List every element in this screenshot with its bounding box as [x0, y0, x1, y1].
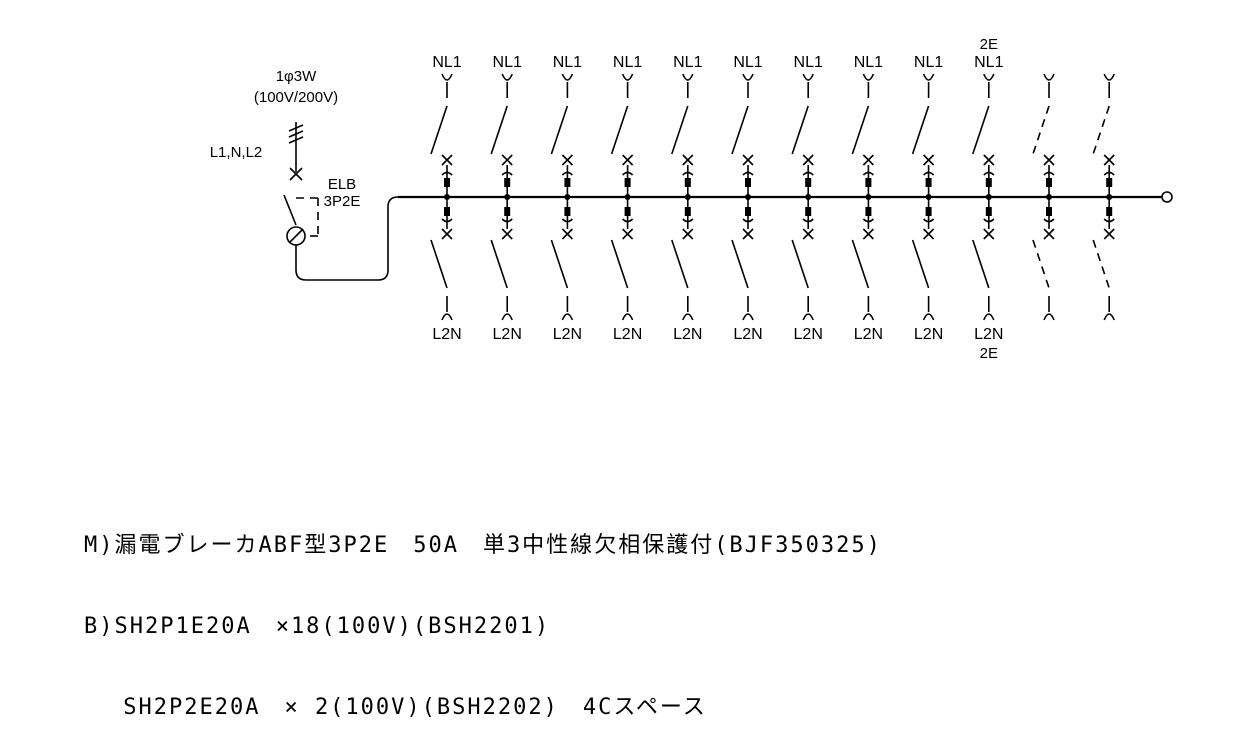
terminal-icon: [802, 73, 814, 81]
terminal-icon: [862, 313, 875, 321]
terminal-icon: [561, 313, 574, 321]
bus-junction-icon: [925, 194, 932, 200]
bus-junction-icon: [865, 194, 872, 200]
bus-terminal-icon: [1161, 191, 1173, 203]
supply-voltage-label: (100V/200V): [254, 89, 338, 106]
branch-bottom-label: L2N: [794, 326, 823, 343]
bus-junction-icon: [1046, 194, 1052, 200]
note-main-breaker: M)漏電ブレーカABF型3P2E 50A 単3中性線欠相保護付(BJF35032…: [84, 533, 882, 558]
terminal-icon: [1043, 313, 1055, 321]
branch-bottom-label: L2N: [733, 326, 762, 343]
terminal-icon: [561, 73, 574, 81]
branch-top-label: NL1: [733, 54, 762, 71]
branch-bottom-label: L2N: [553, 326, 582, 343]
terminal-icon: [501, 73, 513, 81]
bus-junction-icon: [564, 194, 571, 200]
terminal-icon: [682, 73, 694, 81]
terminal-icon: [441, 73, 453, 81]
terminal-icon: [983, 313, 995, 321]
branch-bottom-label: L2N: [432, 326, 461, 343]
terminal-icon: [1103, 73, 1115, 81]
branch-top-label: NL1: [432, 54, 461, 71]
terminal-icon: [862, 73, 875, 81]
terminal-icon: [621, 73, 634, 81]
branch-circuits: NL1L2NNL1L2NNL1L2NNL1L2NNL1L2NNL1L2NNL1L…: [430, 36, 1115, 362]
branch-top-extra-label: 2E: [980, 36, 998, 53]
bus-junction-icon: [985, 194, 992, 200]
terminal-icon: [501, 313, 513, 321]
branch-bottom-label: L2N: [493, 326, 522, 343]
terminal-icon: [1103, 313, 1115, 321]
terminal-icon: [1043, 73, 1055, 81]
branch-top-label: NL1: [493, 54, 522, 71]
terminal-icon: [621, 313, 634, 321]
branch-bottom-label: L2N: [613, 326, 642, 343]
bus-junction-icon: [745, 194, 751, 200]
bus-junction-icon: [624, 194, 631, 200]
branch-top-label: NL1: [613, 54, 642, 71]
supply-lines-label: L1,N,L2: [210, 144, 263, 161]
branch-top-label: NL1: [553, 54, 582, 71]
branch-top-label: NL1: [794, 54, 823, 71]
branch-bottom-extra-label: 2E: [980, 345, 998, 362]
single-line-diagram: 1φ3W (100V/200V) L1,N,L2 ELB 3P2E NL1L2N…: [210, 36, 1173, 362]
branch-bottom-label: L2N: [673, 326, 702, 343]
bus-junction-icon: [504, 194, 511, 200]
branch-top-label: NL1: [974, 54, 1003, 71]
terminal-icon: [441, 313, 453, 321]
bus-junction-icon: [1106, 194, 1113, 200]
equipment-notes: M)漏電ブレーカABF型3P2E 50A 単3中性線欠相保護付(BJF35032…: [84, 478, 882, 748]
incoming-wire: [288, 122, 304, 181]
note-branch-2e: SH2P2E20A × 2(100V)(BSH2202) 4Cスペース: [84, 695, 707, 720]
branch-11: [1032, 73, 1055, 321]
branch-bottom-label: L2N: [914, 326, 943, 343]
branch-12: [1092, 73, 1115, 321]
bus-junction-icon: [805, 194, 812, 200]
terminal-icon: [922, 313, 935, 321]
terminal-icon: [682, 313, 694, 321]
note-branch-1e: B)SH2P1E20A ×18(100V)(BSH2201): [84, 614, 551, 639]
bus-junction-icon: [444, 194, 450, 200]
terminal-icon: [742, 73, 754, 81]
main-breaker-poles: 3P2E: [324, 193, 361, 210]
main-breaker-name: ELB: [328, 176, 356, 193]
supply-phase-label: 1φ3W: [276, 68, 317, 85]
branch-bottom-label: L2N: [854, 326, 883, 343]
terminal-icon: [983, 73, 995, 81]
bus-bar: [398, 191, 1173, 203]
main-breaker-symbol: [283, 194, 399, 281]
bus-junction-icon: [684, 194, 691, 200]
branch-bottom-label: L2N: [974, 326, 1003, 343]
terminal-icon: [802, 313, 814, 321]
branch-top-label: NL1: [914, 54, 943, 71]
branch-top-label: NL1: [673, 54, 702, 71]
terminal-icon: [922, 73, 935, 81]
terminal-icon: [742, 313, 754, 321]
branch-top-label: NL1: [854, 54, 883, 71]
